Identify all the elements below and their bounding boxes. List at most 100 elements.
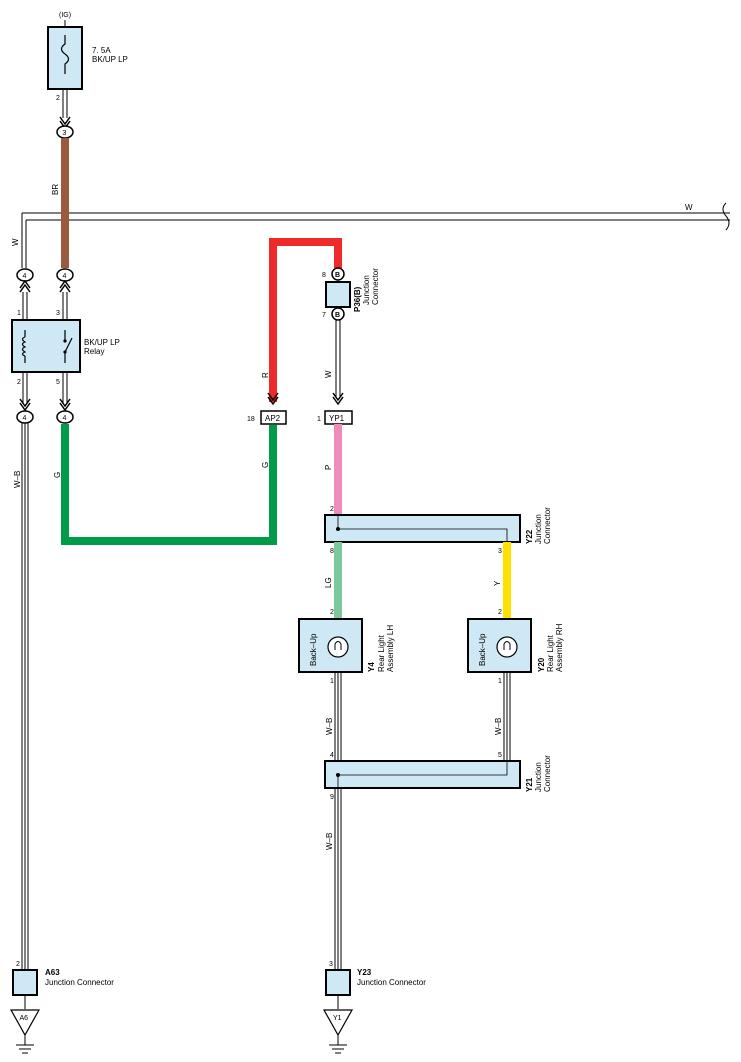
p36-id: P36(B) xyxy=(353,286,362,312)
ap2-label: AP2 xyxy=(265,414,281,423)
lamp-lh-pin-out: 1 xyxy=(330,678,334,685)
p36-pin-in-num: 8 xyxy=(322,272,326,279)
wire-label-wb-left: W–B xyxy=(13,471,22,488)
p36-pin-out-num: 7 xyxy=(322,312,326,319)
y21-line2: Connector xyxy=(543,755,552,792)
p36-pin-letter-in: B xyxy=(335,272,340,279)
y22-box xyxy=(324,514,521,543)
lamp-lh-line1: Rear Light xyxy=(377,634,386,672)
fuse-name: BK/UP LP xyxy=(92,55,128,64)
connector-4-a-arrow xyxy=(19,279,31,293)
relay-pin-5: 5 xyxy=(56,379,60,386)
wire-y xyxy=(503,542,511,618)
ap2-box xyxy=(260,410,287,425)
p36-line2: Connector xyxy=(371,268,380,305)
wire-label-br: BR xyxy=(51,184,60,195)
wire-label-wb-bottom: W–B xyxy=(325,833,334,850)
connector-4-c-arrow xyxy=(19,398,31,412)
wire-label-lg: LG xyxy=(324,577,333,588)
lamp-rh-id: Y20 xyxy=(537,657,546,672)
wire-g xyxy=(61,424,277,545)
connector-4-a-label: 4 xyxy=(23,273,27,280)
p36-line1: Junction xyxy=(362,275,371,305)
ap2-pin: 18 xyxy=(247,416,255,423)
lamp-lh-line2: Assembly LH xyxy=(386,625,395,672)
ground-y1-triangle xyxy=(322,1009,354,1037)
connector-4-d-label: 4 xyxy=(63,415,67,422)
wire-label-wb-rh: W–B xyxy=(494,718,503,735)
lamp-lh-id: Y4 xyxy=(367,662,376,672)
relay-pin-1: 1 xyxy=(17,310,21,317)
a63-desc: Junction Connector xyxy=(45,978,114,987)
y21-pin-lh: 4 xyxy=(330,752,334,759)
y23-box xyxy=(325,969,351,996)
fuse-icon xyxy=(60,35,70,74)
a63-id: A63 xyxy=(45,968,60,977)
p36-box xyxy=(325,281,351,308)
wire-label-g-left: G xyxy=(53,472,62,478)
wire-label-wb-lh: W–B xyxy=(325,718,334,735)
connector-4-d xyxy=(56,410,74,424)
wire-label-p: P xyxy=(324,465,333,470)
y21-id: Y21 xyxy=(525,777,534,792)
lamp-rh-pin-out: 1 xyxy=(498,678,502,685)
y21-pin-out: 9 xyxy=(330,794,334,801)
y23-desc: Junction Connector xyxy=(357,978,426,987)
p36-pin-out xyxy=(331,307,345,321)
y21-bus xyxy=(337,761,508,788)
relay-switch-icon xyxy=(64,330,73,363)
ground-a6-label: A6 xyxy=(20,1015,29,1022)
fuse-pin: 2 xyxy=(56,95,60,102)
relay-pin-2: 2 xyxy=(17,379,21,386)
y21-box xyxy=(324,760,521,789)
y22-line2: Connector xyxy=(543,507,552,544)
wire-label-w-mid: W xyxy=(324,370,333,378)
yp1-pin: 1 xyxy=(317,416,321,423)
a63-pin: 2 xyxy=(16,961,20,968)
y22-id: Y22 xyxy=(525,529,534,544)
a63-box xyxy=(12,969,38,996)
relay-sub: Relay xyxy=(84,347,104,356)
connector-4-b-arrow xyxy=(59,279,71,293)
ground-a6-triangle xyxy=(9,1009,41,1037)
y23-id: Y23 xyxy=(357,968,372,977)
relay-coil-icon xyxy=(21,330,27,363)
power-source-label: (IG) xyxy=(59,12,71,19)
connector-4-d-arrow xyxy=(59,398,71,412)
wire-label-y: Y xyxy=(493,580,502,586)
lamp-lh-bulb-icon xyxy=(327,636,349,658)
wire-lg xyxy=(334,542,342,618)
wire-r xyxy=(269,238,342,402)
fuse-rating: 7. 5A xyxy=(92,46,111,55)
wire-br xyxy=(61,138,69,268)
y22-bus xyxy=(337,515,508,542)
y23-pin: 3 xyxy=(329,961,333,968)
connector-4-b-label: 4 xyxy=(63,273,67,280)
connector-3-label: 3 xyxy=(63,130,67,137)
relay-name: BK/UP LP xyxy=(84,338,120,347)
lamp-lh-label: Back–Up xyxy=(309,633,318,666)
ground-y1-icon xyxy=(329,1044,347,1054)
wire-label-w-left: W xyxy=(11,238,20,246)
wire-label-r: R xyxy=(261,372,270,378)
lamp-rh-pin-in: 2 xyxy=(498,609,502,616)
y22-pin-rh: 3 xyxy=(498,548,502,555)
y21-line1: Junction xyxy=(534,762,543,792)
lamp-rh-bulb-icon xyxy=(496,636,518,658)
wire-p xyxy=(334,424,342,515)
lamp-rh-line2: Assembly RH xyxy=(555,623,564,672)
y22-line1: Junction xyxy=(534,514,543,544)
ap2-arrow xyxy=(267,392,279,406)
lamp-rh-line1: Rear Light xyxy=(546,634,555,672)
p36-pin-letter-out: B xyxy=(335,312,340,319)
y21-pin-rh: 5 xyxy=(498,752,502,759)
wire-label-g-mid: G xyxy=(261,462,270,468)
relay-box xyxy=(11,319,81,373)
y22-pin-lh: 8 xyxy=(330,548,334,555)
y22-pin-in: 2 xyxy=(330,506,334,513)
wire-label-w-top: W xyxy=(685,203,693,212)
relay-pin-3: 3 xyxy=(56,310,60,317)
wire-break-icon xyxy=(722,202,730,231)
ground-y1-label: Y1 xyxy=(333,1015,342,1022)
